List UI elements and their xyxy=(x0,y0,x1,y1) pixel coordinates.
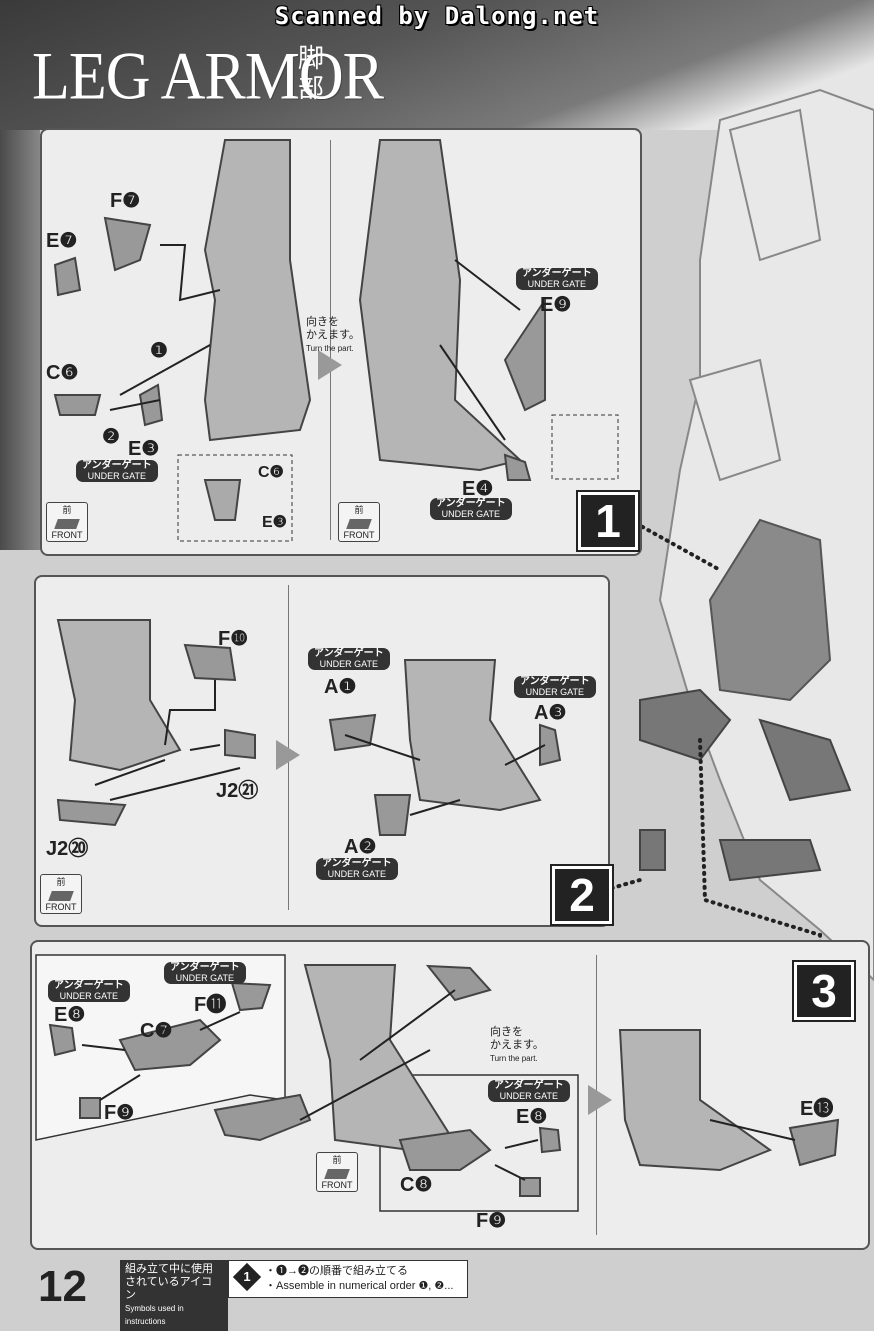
step1-divider xyxy=(330,140,331,540)
part-c8: C❽ xyxy=(400,1174,433,1196)
inset-part-e3: E❸ xyxy=(262,514,288,531)
part-e3: E❸ xyxy=(128,438,160,460)
part-f11: F⓫ xyxy=(194,994,227,1016)
order-mark-2: ❶ xyxy=(150,340,168,362)
part-c6: C❻ xyxy=(46,362,79,384)
part-e8: E❽ xyxy=(54,1004,86,1026)
order-mark-1: ❷ xyxy=(102,426,120,448)
part-f7: F❼ xyxy=(110,190,141,212)
part-f10: F❿ xyxy=(218,628,249,650)
header-background xyxy=(0,0,874,130)
step1-number: 1 xyxy=(576,490,640,552)
part-a2: A❷ xyxy=(344,836,377,858)
part-e7: E❼ xyxy=(46,230,78,252)
part-e8b: E❽ xyxy=(516,1106,548,1128)
part-a1: A❶ xyxy=(324,676,357,698)
step3-number: 3 xyxy=(792,960,856,1022)
part-j2-20: J2⑳ xyxy=(46,838,89,860)
part-f9b: F❾ xyxy=(476,1210,507,1232)
legend-text: 1 ・❶→❷の順番で組み立てる ・Assemble in numerical o… xyxy=(228,1260,468,1298)
part-e4: E❹ xyxy=(462,478,494,500)
scan-credit: Scanned by Dalong.net xyxy=(274,2,600,30)
part-a3: A❸ xyxy=(534,702,567,724)
part-j2-21: J2㉑ xyxy=(216,780,259,802)
step2-divider xyxy=(288,585,289,910)
part-e13: E⓭ xyxy=(800,1098,834,1120)
order-icon: 1 xyxy=(232,1262,262,1292)
part-e9: E❾ xyxy=(540,294,572,316)
part-c7: C❼ xyxy=(140,1020,173,1042)
left-edge-background xyxy=(0,130,40,550)
turn-part-note: 向きを かえます。Turn the part. xyxy=(490,1026,544,1063)
page-title: LEG ARMOR xyxy=(32,39,384,114)
page-number: 12 xyxy=(38,1262,87,1311)
part-f9: F❾ xyxy=(104,1102,135,1124)
inset-part-c6: C❻ xyxy=(258,464,284,481)
turn-part-note: 向きを かえます。Turn the part. xyxy=(306,316,360,353)
page-title-jp: 脚部 xyxy=(298,44,325,104)
step2-number: 2 xyxy=(550,864,614,926)
